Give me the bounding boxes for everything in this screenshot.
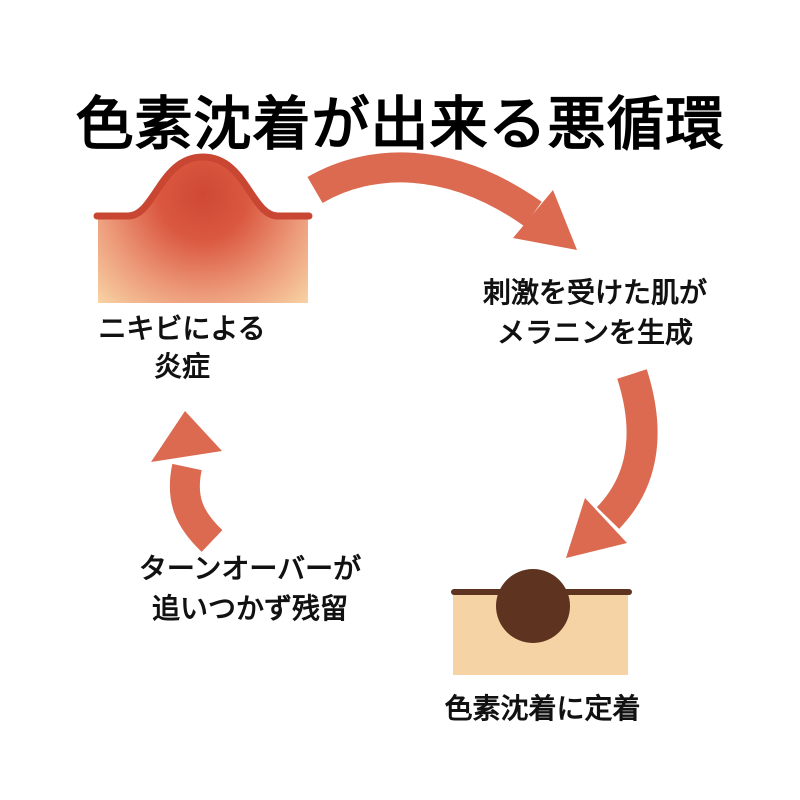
label-line: ターンオーバーが [138, 553, 362, 584]
arrow-head [566, 498, 627, 558]
inflamed-skin-illustration [93, 153, 313, 303]
pigment-spot [496, 569, 570, 643]
arrow-body [307, 152, 542, 227]
arrow-melanin-to-pigment [566, 369, 658, 558]
inflamed-skin-body [98, 157, 308, 303]
page-title: 色素沈着が出来る悪循環 [75, 91, 725, 157]
label-line: 刺激を受けた肌が [482, 277, 707, 308]
label-line: メラニンを生成 [496, 317, 693, 348]
label-acne-inflammation: ニキビによる 炎症 [62, 310, 302, 386]
label-turnover-residue: ターンオーバーが 追いつかず残留 [120, 549, 380, 629]
label-line: 炎症 [153, 351, 210, 382]
label-line: 追いつかず残留 [151, 593, 348, 624]
label-line: ニキビによる [98, 313, 266, 344]
arrow-body [596, 369, 658, 529]
arrow-acne-to-melanin [307, 152, 577, 250]
pigmented-skin-illustration [451, 569, 632, 675]
label-melanin-production: 刺激を受けた肌が メラニンを生成 [450, 273, 740, 353]
arrow-turnover-to-acne [151, 411, 223, 552]
inflamed-skin-surface-line [93, 153, 313, 220]
arrow-body [169, 463, 223, 552]
label-pigmentation-fixed: 色素沈着に定着 [420, 689, 665, 729]
arrow-head [513, 190, 577, 250]
label-line: 色素沈着に定着 [444, 693, 641, 724]
arrow-head [151, 411, 222, 462]
